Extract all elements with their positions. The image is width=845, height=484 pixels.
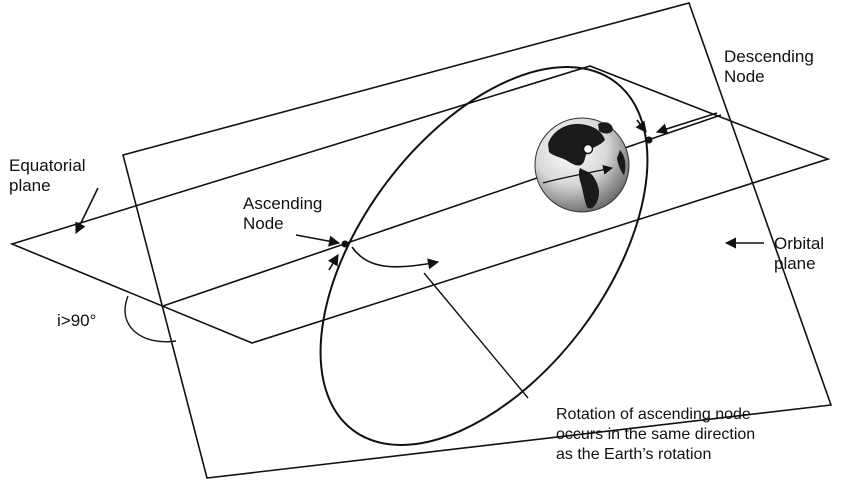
earth-center-marker [584, 145, 593, 154]
orbital-plane-label-line1: Orbital [774, 234, 824, 254]
descending-node-point [646, 137, 653, 144]
equatorial-plane [12, 66, 828, 343]
descending-node-label-line1: Descending [724, 47, 814, 67]
equatorial-plane-label-line1: Equatorial [9, 156, 86, 176]
rotation-note-line3: as the Earth’s rotation [556, 445, 755, 465]
node-rotation-arrow [352, 247, 438, 267]
orbital-plane-label-line2: plane [774, 254, 824, 274]
ascending-node-arrow [296, 235, 339, 243]
rotation-note-leader [424, 273, 528, 398]
inclination-label: i>90° [57, 311, 96, 331]
ascending-node-label-line2: Node [243, 214, 322, 234]
descending-node-label-line2: Node [724, 67, 814, 87]
rotation-note-line2: occurs in the same direction [556, 425, 755, 445]
rotation-note: Rotation of ascending node occurs in the… [556, 405, 755, 465]
equatorial-plane-label-line2: plane [9, 176, 86, 196]
descending-node-arrow [657, 113, 717, 132]
orbit-direction-arrow-upper [329, 255, 338, 270]
ascending-node-label-line1: Ascending [243, 194, 322, 214]
equatorial-plane-label: Equatorial plane [9, 156, 86, 196]
ascending-node-label: Ascending Node [243, 194, 322, 234]
earth-icon [535, 118, 629, 212]
inclination-arc [125, 296, 176, 342]
rotation-note-line1: Rotation of ascending node [556, 405, 755, 425]
ascending-node-point [342, 241, 349, 248]
descending-node-label: Descending Node [724, 47, 814, 87]
orbital-plane-label: Orbital plane [774, 234, 824, 274]
